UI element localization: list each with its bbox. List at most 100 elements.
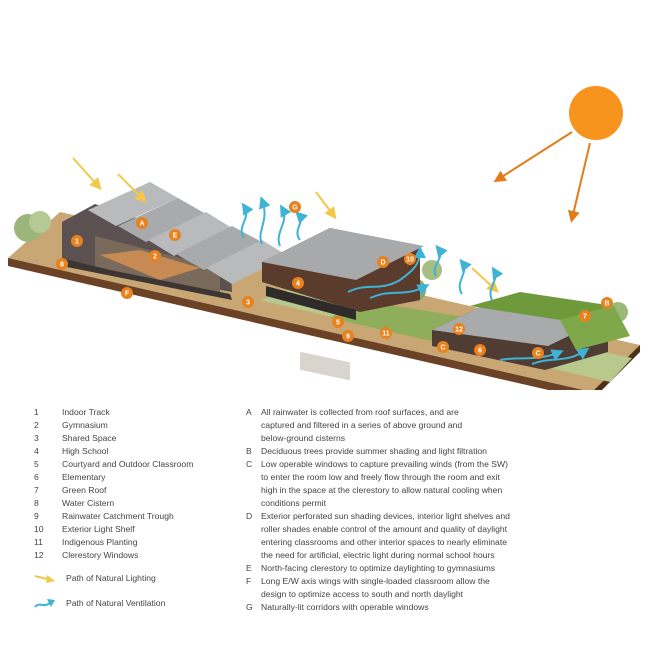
numbered-item: 12 Clerestory Windows [34,549,193,562]
svg-text:9: 9 [346,334,350,341]
callout-C2: C [532,347,544,359]
ventilation-key: Path of Natural Ventilation [34,597,165,609]
svg-text:G: G [292,205,298,212]
numbered-item-key: 12 [34,550,44,560]
lettered-item-text: Low operable windows to capture prevaili… [261,459,508,508]
svg-text:2: 2 [153,254,157,261]
numbered-item-label: Exterior Light Shelf [62,524,135,534]
callout-3: 3 [242,296,254,308]
callout-A: A [136,217,148,229]
callout-F: F [121,287,133,299]
callout-7: 7 [579,310,591,322]
callout-E: E [169,229,181,241]
numbered-item: 4 High School [34,445,193,458]
svg-text:10: 10 [406,257,414,264]
numbered-item-key: 11 [34,537,43,547]
numbered-item: 1 Indoor Track [34,406,193,419]
lettered-item-key: B [246,446,252,456]
numbered-item-key: 2 [34,420,39,430]
numbered-item-label: Gymnasium [62,420,108,430]
callout-D: D [377,256,389,268]
svg-text:D: D [380,260,385,267]
numbered-item-label: Clerestory Windows [62,550,139,560]
lettered-item: D Exterior perforated sun shading devices… [246,510,510,562]
lettered-item-text: All rainwater is collected from roof sur… [261,407,463,443]
numbered-item-key: 3 [34,433,39,443]
callout-4: 4 [292,277,304,289]
numbered-item-key: 7 [34,485,39,495]
callout-5: 5 [332,316,344,328]
lettered-item-text: Long E/W axis wings with single-loaded c… [261,576,490,599]
svg-text:E: E [173,233,178,240]
svg-text:B: B [604,301,609,308]
numbered-item: 10 Exterior Light Shelf [34,523,193,536]
lettered-item-key: C [246,459,253,469]
numbered-item-key: 6 [34,472,39,482]
numbered-item-label: Shared Space [62,433,117,443]
lighting-arrow-icon [34,575,55,583]
numbered-item-key: 10 [34,524,44,534]
svg-text:A: A [139,221,144,228]
callout-12: 12 [453,323,465,335]
numbered-item: 6 Elementary [34,471,193,484]
lettered-item-key: G [246,602,253,612]
callout-badges: 1 2 3 4 5 6 7 8 9 10 11 12 A B C C D E F… [56,201,613,359]
lettered-item: F Long E/W axis wings with single-loaded … [246,575,510,601]
numbered-item: 7 Green Roof [34,484,193,497]
lettered-item-key: A [246,407,252,417]
svg-text:F: F [125,291,130,298]
lettered-legend: A All rainwater is collected from roof su… [246,406,510,614]
numbered-item-label: Water Cistern [62,498,115,508]
lettered-item-key: E [246,563,252,573]
lighting-key: Path of Natural Lighting [34,572,156,584]
numbered-item-label: Green Roof [62,485,107,495]
numbered-item-key: 1 [34,407,39,417]
callout-B: B [601,297,613,309]
lighting-key-label: Path of Natural Lighting [66,573,156,583]
svg-text:12: 12 [455,327,463,334]
numbered-item-label: Rainwater Catchment Trough [62,511,174,521]
numbered-item-label: Courtyard and Outdoor Classroom [62,459,194,469]
callout-6: 6 [474,344,486,356]
numbered-item-label: Indoor Track [62,407,110,417]
numbered-legend: 1 Indoor Track 2 Gymnasium 3 Shared Space 4 Hig… [34,406,193,562]
numbered-item-key: 9 [34,511,39,521]
gym-roof [88,182,288,284]
callout-2: 2 [149,250,161,262]
ventilation-arrow-icon [34,599,55,608]
numbered-item-label: Elementary [62,472,106,482]
callout-10: 10 [404,253,416,265]
gymnasium-building [62,182,288,300]
callout-C1: C [437,341,449,353]
svg-text:11: 11 [382,331,390,338]
lettered-item-text: Naturally-lit corridors with operable wi… [261,602,429,612]
svg-text:C: C [440,345,445,352]
high-school-building [262,228,424,381]
numbered-item-label: High School [62,446,109,456]
numbered-item-key: 5 [34,459,39,469]
svg-text:6: 6 [478,348,482,355]
lettered-item-text: Exterior perforated sun shading devices,… [261,511,510,560]
callout-1: 1 [71,235,83,247]
lettered-item: C Low operable windows to capture prevail… [246,458,510,510]
ventilation-key-label: Path of Natural Ventilation [66,598,166,608]
svg-text:4: 4 [296,281,300,288]
callout-8: 8 [56,258,68,270]
sun-icon [493,86,623,223]
svg-text:3: 3 [246,300,250,307]
numbered-item-key: 4 [34,446,39,456]
callout-9: 9 [342,330,354,342]
lettered-item: A All rainwater is collected from roof su… [246,406,510,445]
numbered-item: 2 Gymnasium [34,419,193,432]
lettered-item-key: F [246,576,252,586]
svg-text:7: 7 [583,314,587,321]
callout-11: 11 [380,327,392,339]
numbered-item-key: 8 [34,498,39,508]
numbered-item: 3 Shared Space [34,432,193,445]
lettered-item: G Naturally-lit corridors with operable w… [246,601,510,614]
lettered-item-key: D [246,511,253,521]
svg-text:C: C [535,351,540,358]
